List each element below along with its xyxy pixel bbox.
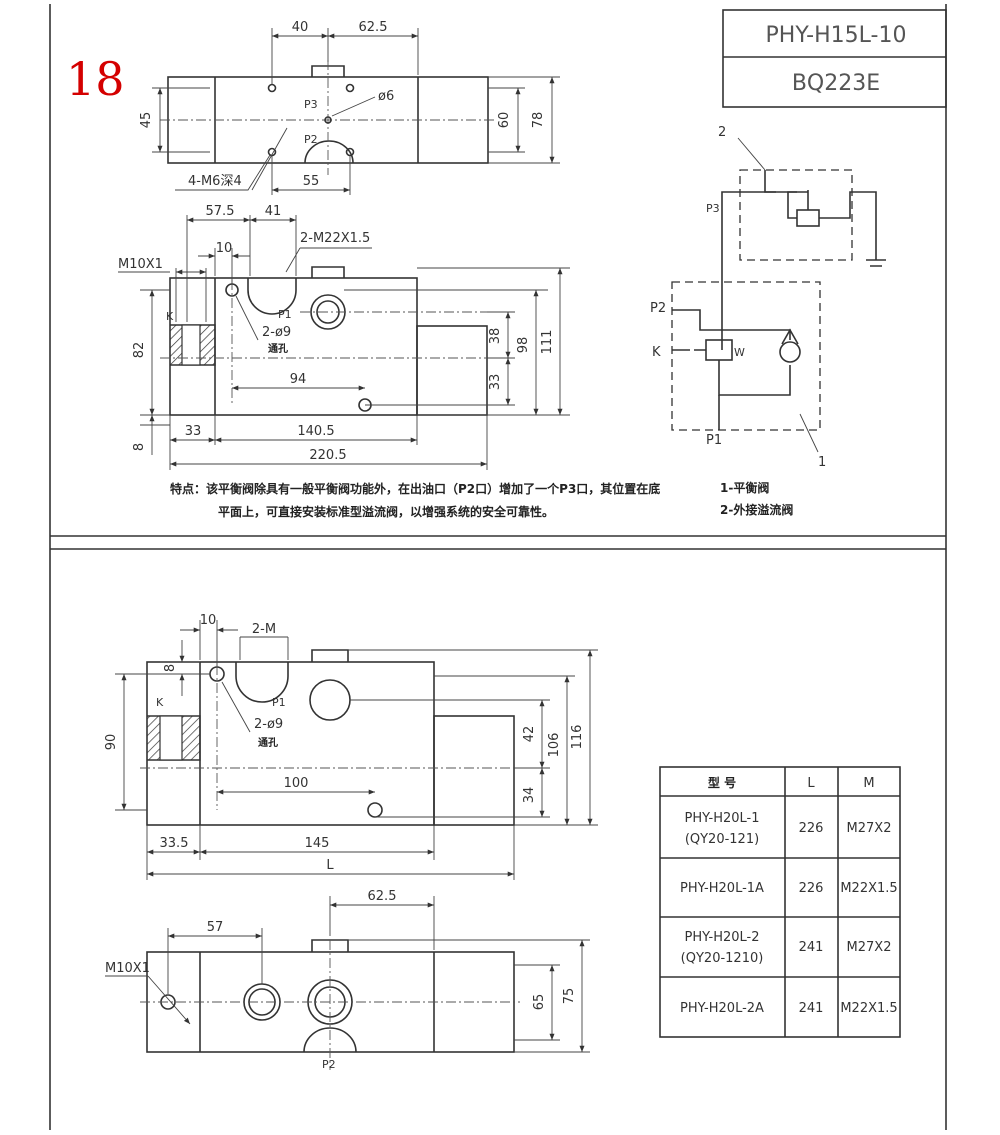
- dim-33-horiz: 33: [185, 424, 202, 439]
- table-row-3-model-alt: (QY20-1210): [681, 951, 764, 966]
- top-hole-dia: ø6: [378, 89, 394, 104]
- title-block: PHY-H15L-10 BQ223E: [722, 9, 947, 108]
- front2-through-label: 通孔: [258, 736, 278, 749]
- bottom-p2-label: P2: [322, 1058, 336, 1071]
- table-row-1-m: M27X2: [847, 821, 892, 836]
- front2-port-m: 2-M: [252, 622, 276, 637]
- table-row-2-model: PHY-H20L-1A: [680, 881, 764, 896]
- hydraulic-schematic: 2 P3 P2 K W P1 1 1-平衡阀 2-外接溢流阀: [650, 125, 886, 517]
- dim-33-5: 33.5: [160, 836, 189, 851]
- front-view-1: K P1 2-ø9 通孔 57.5 41 10 2-M22X1.5 M10X1 …: [118, 204, 570, 470]
- front1-p1-label: P1: [278, 308, 292, 321]
- schematic-label-1: 1: [818, 455, 826, 470]
- front1-through-label: 通孔: [268, 342, 288, 355]
- dim-33-vert: 33: [488, 374, 503, 391]
- top-view: P3 P2 ø6 40 62.5 45 60 78 55 4-M6深4: [139, 20, 560, 195]
- table-row-4-l: 241: [799, 1001, 824, 1016]
- table-header-l: L: [807, 776, 815, 791]
- schematic-label-p1: P1: [706, 433, 722, 448]
- dim-98: 98: [516, 337, 531, 354]
- dim-65: 65: [532, 994, 547, 1011]
- dim-106: 106: [547, 733, 562, 758]
- table-header-m: M: [863, 776, 874, 791]
- schematic-label-w: W: [734, 346, 745, 359]
- dim-34: 34: [522, 787, 537, 804]
- schematic-label-p3: P3: [706, 202, 720, 215]
- schematic-label-p2: P2: [650, 301, 666, 316]
- model-name: PHY-H15L-10: [766, 23, 907, 48]
- front1-k-label: K: [166, 310, 174, 323]
- table-row-3-model: PHY-H20L-2: [685, 930, 760, 945]
- front2-hole-label: 2-ø9: [254, 717, 283, 732]
- dim-75: 75: [562, 988, 577, 1005]
- front1-m10-label: M10X1: [118, 257, 163, 272]
- dim-111: 111: [540, 330, 555, 355]
- note-line-1: 特点：该平衡阀除具有一般平衡阀功能外，在出油口（P2口）增加了一个P3口，其位置…: [170, 481, 660, 496]
- dim-10-front1: 10: [216, 241, 233, 256]
- table-row-1-model: PHY-H20L-1: [685, 811, 760, 826]
- legend-item-2: 2-外接溢流阀: [720, 502, 793, 517]
- dim-40: 40: [292, 20, 309, 35]
- table-row-1-model-alt: (QY20-121): [685, 832, 759, 847]
- bottom-m10-label: M10X1: [105, 961, 150, 976]
- front2-k-label: K: [156, 696, 164, 709]
- dim-38: 38: [488, 328, 503, 345]
- dim-L: L: [326, 858, 334, 873]
- front1-hole-label: 2-ø9: [262, 325, 291, 340]
- top-thread-label: 4-M6深4: [188, 174, 242, 189]
- dim-116: 116: [570, 725, 585, 750]
- table-row-4-m: M22X1.5: [840, 1001, 897, 1016]
- schematic-label-2: 2: [718, 125, 726, 140]
- table-row-4-model: PHY-H20L-2A: [680, 1001, 764, 1016]
- dim-41: 41: [265, 204, 282, 219]
- legend-item-1: 1-平衡阀: [720, 480, 769, 495]
- bottom-view-2: P2 62.5 57 M10X1 65 75: [105, 889, 590, 1071]
- table-row-2-l: 226: [799, 881, 824, 896]
- front2-p1-label: P1: [272, 696, 286, 709]
- dim-145: 145: [305, 836, 330, 851]
- top-p3-label: P3: [304, 98, 318, 111]
- dim-78: 78: [531, 112, 546, 129]
- table-row-1-l: 226: [799, 821, 824, 836]
- dim-55: 55: [303, 174, 320, 189]
- dim-45: 45: [139, 112, 154, 129]
- dim-60: 60: [497, 112, 512, 129]
- dim-62-5-bottom: 62.5: [368, 889, 397, 904]
- dim-10-front2: 10: [200, 613, 217, 628]
- table-row-3-l: 241: [799, 940, 824, 955]
- front1-port-thread: 2-M22X1.5: [300, 231, 370, 246]
- dim-57-5: 57.5: [206, 204, 235, 219]
- sheet-frame: [49, 4, 947, 1130]
- dim-57: 57: [207, 920, 224, 935]
- dim-8-front2: 8: [163, 664, 178, 672]
- dim-82: 82: [132, 342, 147, 359]
- dim-220-5: 220.5: [309, 448, 346, 463]
- table-row-2-m: M22X1.5: [840, 881, 897, 896]
- dim-100: 100: [284, 776, 309, 791]
- table-row-3-m: M27X2: [847, 940, 892, 955]
- dim-62-5-top: 62.5: [359, 20, 388, 35]
- schematic-label-k: K: [652, 345, 661, 360]
- model-code: BQ223E: [792, 71, 880, 96]
- table-header-model: 型 号: [708, 775, 736, 790]
- dim-42: 42: [522, 726, 537, 743]
- figure-number: 18: [66, 52, 125, 106]
- dim-90: 90: [104, 734, 119, 751]
- top-p2-label: P2: [304, 133, 318, 146]
- model-table: 型 号 L M PHY-H20L-1 (QY20-121) 226 M27X2 …: [659, 766, 901, 1038]
- note-line-2: 平面上，可直接安装标准型溢流阀，以增强系统的安全可靠性。: [218, 504, 554, 519]
- front-view-2: K P1 2-ø9 通孔 10 2-M 8 90 100 42 34: [104, 613, 598, 880]
- dim-140-5: 140.5: [297, 424, 334, 439]
- feature-note: 特点：该平衡阀除具有一般平衡阀功能外，在出油口（P2口）增加了一个P3口，其位置…: [170, 481, 660, 519]
- dim-94: 94: [290, 372, 307, 387]
- dim-8-front1: 8: [132, 443, 147, 451]
